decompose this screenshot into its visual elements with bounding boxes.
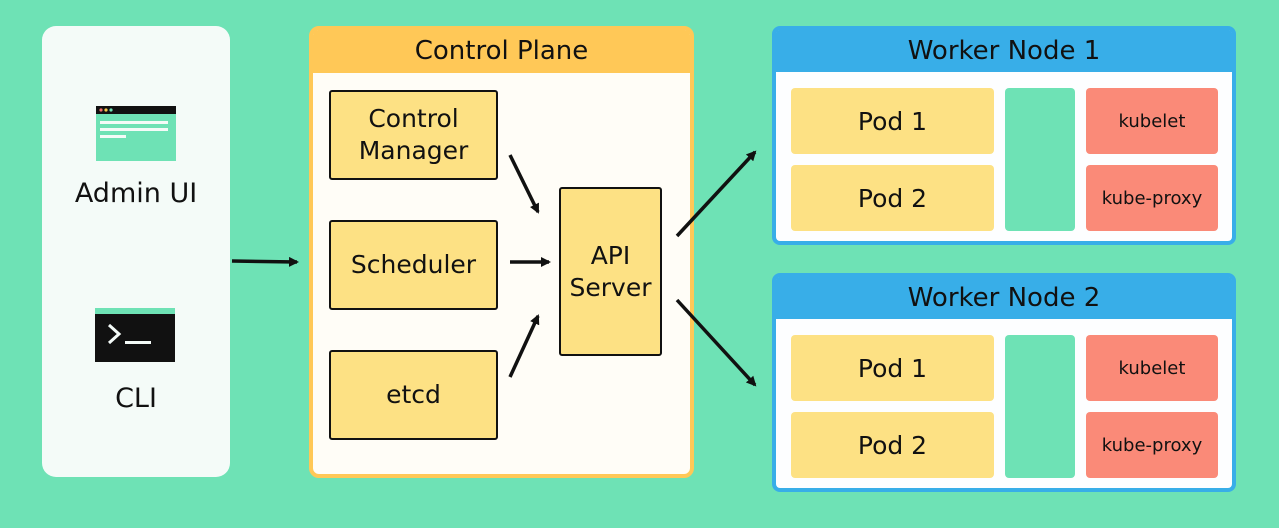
- worker-node-1-spacer: [1005, 88, 1075, 231]
- worker-node-2-kubelet: kubelet: [1086, 335, 1218, 401]
- worker-node-1: Worker Node 1 Pod 1 Pod 2 kubelet kube-p…: [772, 26, 1236, 245]
- terminal-window-icon: [95, 308, 175, 362]
- worker-node-2-pod-1: Pod 1: [791, 335, 994, 401]
- worker-node-1-pod-1: Pod 1: [791, 88, 994, 154]
- worker-node-2-kube-proxy: kube-proxy: [1086, 412, 1218, 478]
- worker-node-2-pod-2: Pod 2: [791, 412, 994, 478]
- control-manager-to-api-arrow: [508, 154, 540, 214]
- worker-node-2-title: Worker Node 2: [776, 277, 1232, 319]
- etcd-to-api-arrow: [508, 314, 540, 378]
- api-to-worker-node-2-arrow: [675, 298, 757, 387]
- worker-node-1-kubelet: kubelet: [1086, 88, 1218, 154]
- admin-ui-label: Admin UI: [74, 178, 198, 209]
- worker-node-2-spacer: [1005, 335, 1075, 478]
- etcd-box: etcd: [329, 350, 498, 440]
- browser-window-icon: [96, 106, 176, 161]
- control-manager-box: Control Manager: [329, 90, 498, 180]
- control-plane-title: Control Plane: [313, 30, 690, 73]
- api-to-worker-node-1-arrow: [675, 150, 757, 238]
- worker-node-1-pod-2: Pod 2: [791, 165, 994, 231]
- scheduler-box: Scheduler: [329, 220, 498, 310]
- clients-to-control-plane-arrow: [231, 256, 299, 267]
- cli-label: CLI: [115, 383, 157, 414]
- client-panel: Admin UI CLI: [42, 26, 230, 477]
- api-server-box: API Server: [559, 187, 662, 356]
- worker-node-1-kube-proxy: kube-proxy: [1086, 165, 1218, 231]
- worker-node-2: Worker Node 2 Pod 1 Pod 2 kubelet kube-p…: [772, 273, 1236, 492]
- worker-node-1-title: Worker Node 1: [776, 30, 1232, 72]
